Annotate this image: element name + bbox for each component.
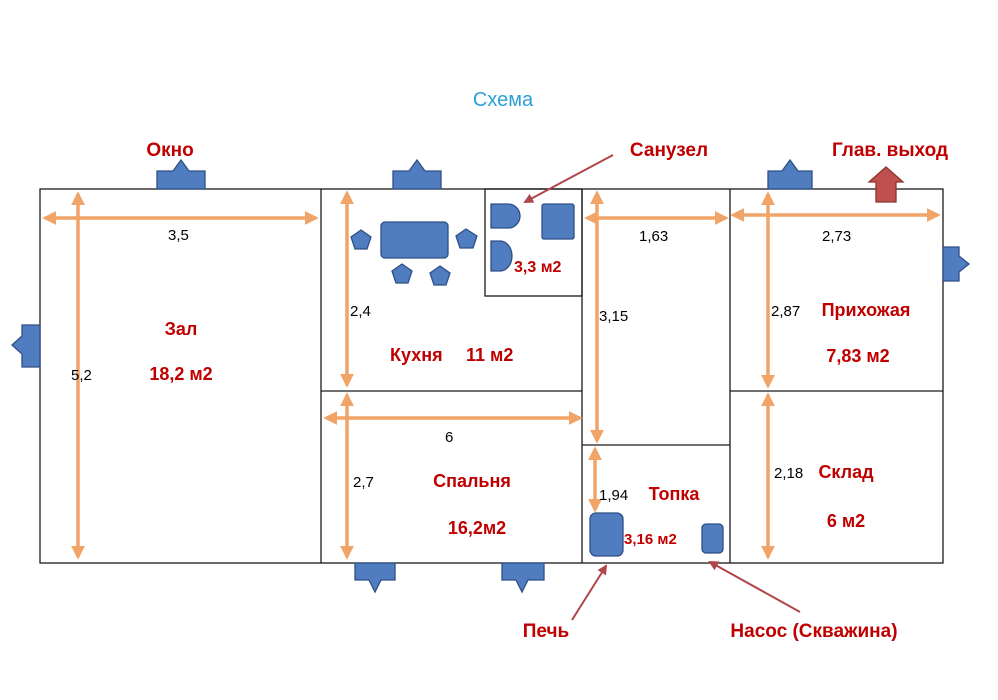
window-icon: [942, 246, 971, 282]
chair-icon: [429, 265, 451, 286]
room-name-kitchen: Кухня: [390, 345, 443, 365]
dimension-label-kitchen-height: 2,4: [350, 303, 371, 320]
room-name-bedroom: Спальня: [433, 471, 511, 491]
kitchen-furniture: [350, 221, 478, 286]
room-area-bathroom: 3,3 м2: [514, 259, 562, 276]
window-icon: [11, 324, 41, 368]
window-icon: [156, 158, 206, 190]
room-name-hall: Зал: [165, 319, 198, 339]
dimension-label-hallway-width: 2,73: [822, 228, 851, 245]
room-name-boiler: Топка: [649, 484, 701, 504]
dimension-label-corridor-length: 3,15: [599, 308, 628, 325]
room-area-boiler: 3,16 м2: [624, 531, 677, 548]
boiler-equipment: [589, 512, 724, 557]
callout-pump: Насос (Скважина): [730, 621, 897, 642]
chair-icon: [391, 263, 413, 284]
dimension-label-corridor-width: 1,63: [639, 228, 668, 245]
callout-labels: Окно Санузел Глав. выход Печь Насос (Скв…: [146, 140, 948, 642]
room-area-hallway: 7,83 м2: [826, 346, 889, 366]
dimension-label-bedroom-width: 6: [445, 429, 453, 446]
diagram-title: Схема: [473, 89, 534, 111]
callout-bathroom: Санузел: [630, 140, 708, 161]
pump-icon: [701, 523, 724, 554]
main-exit-arrow-icon: [867, 166, 905, 203]
room-area-storage: 6 м2: [827, 511, 865, 531]
bathroom-fixtures: [490, 203, 575, 272]
room-labels: Зал 18,2 м2 Кухня 11 м2 3,3 м2 Прихожая …: [149, 259, 910, 548]
dimension-label-hallway-length: 2,87: [771, 303, 800, 320]
dimension-label-bedroom-height: 2,7: [353, 474, 374, 491]
callout-window: Окно: [146, 140, 193, 161]
callout-main-exit: Глав. выход: [832, 140, 948, 161]
dimension-label-hall-length: 5,2: [71, 367, 92, 384]
window-icon: [501, 562, 545, 594]
windows: [11, 158, 971, 594]
callout-arrow: [523, 154, 614, 203]
shower-icon: [541, 203, 575, 240]
stove-icon: [589, 512, 624, 557]
room-name-storage: Склад: [818, 462, 874, 482]
toilet-icon: [490, 203, 521, 229]
callout-stove: Печь: [523, 621, 569, 642]
dimension-label-storage-length: 2,18: [774, 465, 803, 482]
room-area-kitchen: 11 м2: [466, 345, 513, 365]
room-area-hall: 18,2 м2: [149, 364, 212, 384]
room-name-hallway: Прихожая: [822, 300, 911, 320]
dimension-arrows: [42, 190, 941, 560]
dimension-label-hall-width: 3,5: [168, 227, 189, 244]
sink-icon: [490, 240, 513, 272]
window-icon: [767, 158, 813, 190]
dimension-label-boiler-height: 1,94: [599, 487, 628, 504]
dimension-labels: 3,5 5,2 2,4 1,63 3,15 2,73 2,87 6 2,7 1,…: [71, 227, 851, 504]
callout-arrow: [708, 561, 801, 613]
walls: [39, 188, 944, 564]
window-icon: [354, 562, 396, 594]
callout-arrows: [523, 154, 801, 621]
window-icon: [392, 158, 442, 190]
room-area-bedroom: 16,2м2: [448, 518, 506, 538]
callout-arrow: [571, 564, 608, 621]
table-icon: [380, 221, 449, 259]
chair-icon: [350, 229, 372, 250]
chair-icon: [455, 228, 478, 249]
